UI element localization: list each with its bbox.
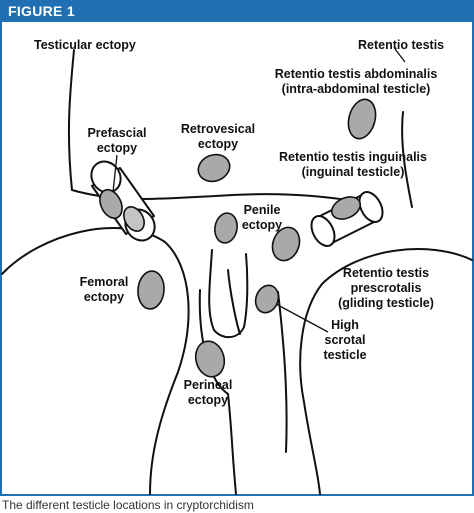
- label-prefascial-line2: ectopy: [97, 141, 137, 155]
- figure-frame: [0, 0, 474, 496]
- label-perineal-line2: ectopy: [188, 393, 228, 407]
- scrotum-right-outline: [277, 291, 288, 453]
- label-prescrotalis-line3: (gliding testicle): [338, 296, 434, 310]
- right-thigh-outline: [299, 248, 473, 495]
- label-inguinalis-line2: (inguinal testicle): [302, 165, 405, 179]
- label-abdominalis-line1: Retentio testis abdominalis: [275, 67, 438, 81]
- left-inguinal-canal: [90, 160, 156, 242]
- labels: Testicular ectopy Retentio testis Retent…: [34, 38, 444, 407]
- testicle-perineal: [194, 340, 226, 378]
- label-high-scrotal-line1: High: [331, 318, 359, 332]
- label-high-scrotal-line3: testicle: [323, 348, 366, 362]
- penis-inner-line: [227, 269, 241, 335]
- label-prefascial-line1: Prefascial: [87, 126, 146, 140]
- pointer-prefascial: [112, 154, 118, 193]
- penis-outline: [208, 249, 249, 339]
- pointer-high-scrotal: [275, 303, 329, 333]
- pointer-retentio-testis: [394, 48, 406, 63]
- label-retrovesical-line1: Retrovesical: [181, 122, 255, 136]
- label-inguinalis-line1: Retentio testis inguinalis: [279, 150, 427, 164]
- label-femoral-line2: ectopy: [84, 290, 124, 304]
- testicle-femoral: [137, 270, 165, 310]
- label-penile-line2: ectopy: [242, 218, 282, 232]
- label-testicular-ectopy: Testicular ectopy: [34, 38, 136, 52]
- label-retrovesical-line2: ectopy: [198, 137, 238, 151]
- figure-title: FIGURE 1: [8, 3, 75, 19]
- figure-header: FIGURE 1: [0, 0, 474, 22]
- testicle-retrovesical: [197, 153, 231, 183]
- left-thigh-outline: [1, 227, 190, 495]
- label-femoral-line1: Femoral: [80, 275, 129, 289]
- label-high-scrotal-line2: scrotal: [325, 333, 366, 347]
- label-retentio-testis: Retentio testis: [358, 38, 444, 52]
- label-prescrotalis-line1: Retentio testis: [343, 266, 429, 280]
- testicle-abdominal: [347, 98, 377, 140]
- testicle-high-scrotal: [254, 284, 280, 314]
- label-prescrotalis-line2: prescrotalis: [351, 281, 422, 295]
- label-abdominalis-line2: (intra-abdominal testicle): [282, 82, 431, 96]
- testicle-penile-left: [214, 212, 238, 244]
- testicle-prefascial: [99, 188, 123, 220]
- body-right-side-line: [401, 111, 413, 208]
- testicle-penile-right: [271, 226, 301, 262]
- figure-caption: The different testicle locations in cryp…: [2, 498, 254, 512]
- anatomy-diagram: Testicular ectopy Retentio testis Retent…: [1, 38, 473, 495]
- testicle-left-canal: [123, 206, 145, 232]
- label-penile-line1: Penile: [244, 203, 281, 217]
- label-perineal-line1: Perineal: [184, 378, 233, 392]
- testicle-inguinal: [330, 196, 362, 220]
- body-left-side-line: [67, 49, 75, 191]
- scrotum-outline: [198, 289, 237, 495]
